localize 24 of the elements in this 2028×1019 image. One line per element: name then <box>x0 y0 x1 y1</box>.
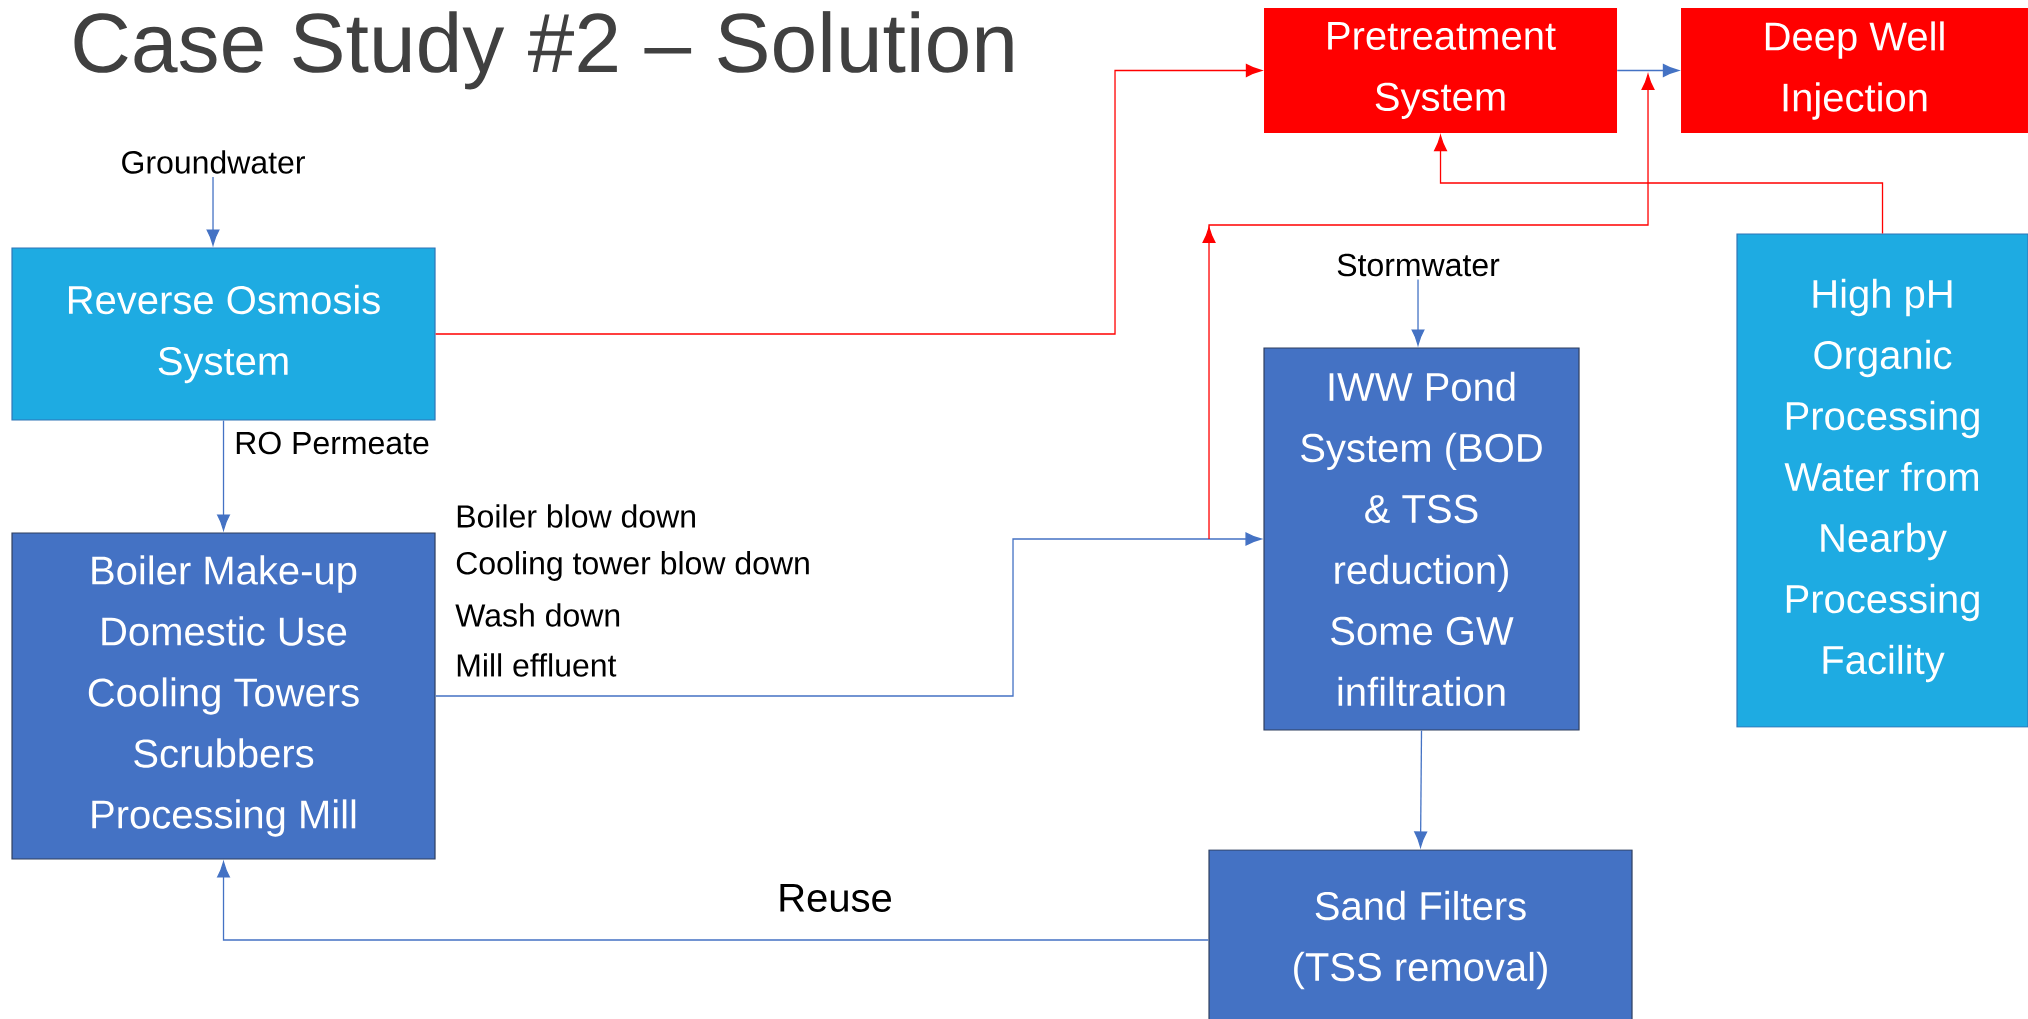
source-label: Groundwater <box>122 150 305 174</box>
process-box: Pretreatment System <box>1264 8 1617 133</box>
process-box: Sand Filters (TSS removal) <box>1208 849 1633 1019</box>
edge-label: Reuse <box>775 882 895 914</box>
process-box: Reverse Osmosis System <box>11 247 436 421</box>
arrow <box>434 64 1262 335</box>
flow-label: Boiler blow down <box>457 504 695 528</box>
arrow <box>1411 278 1425 346</box>
arrow <box>1616 64 1679 77</box>
arrow <box>217 861 1210 941</box>
source-label: Stormwater <box>1337 253 1500 277</box>
process-box: High pH Organic Processing Water from Nearby Processing Facility <box>1736 233 2028 728</box>
edge-label: RO Permeate <box>232 429 432 457</box>
title: Case Study #2 – Solution <box>74 11 1013 90</box>
process-box: IWW Pond System (BOD & TSS reduction) Some GW infiltration <box>1263 347 1580 731</box>
flow-label: Mill effluent <box>457 653 617 677</box>
arrow <box>217 419 230 531</box>
arrow <box>1434 135 1884 235</box>
arrow <box>1414 729 1428 848</box>
arrow <box>434 532 1262 697</box>
process-box: Boiler Make-up Domestic Use Cooling Towers Scrubbers Processing Mill <box>11 532 436 860</box>
process-box: Deep Well Injection <box>1681 8 2028 133</box>
arrow <box>1202 73 1655 540</box>
arrow <box>206 176 220 246</box>
